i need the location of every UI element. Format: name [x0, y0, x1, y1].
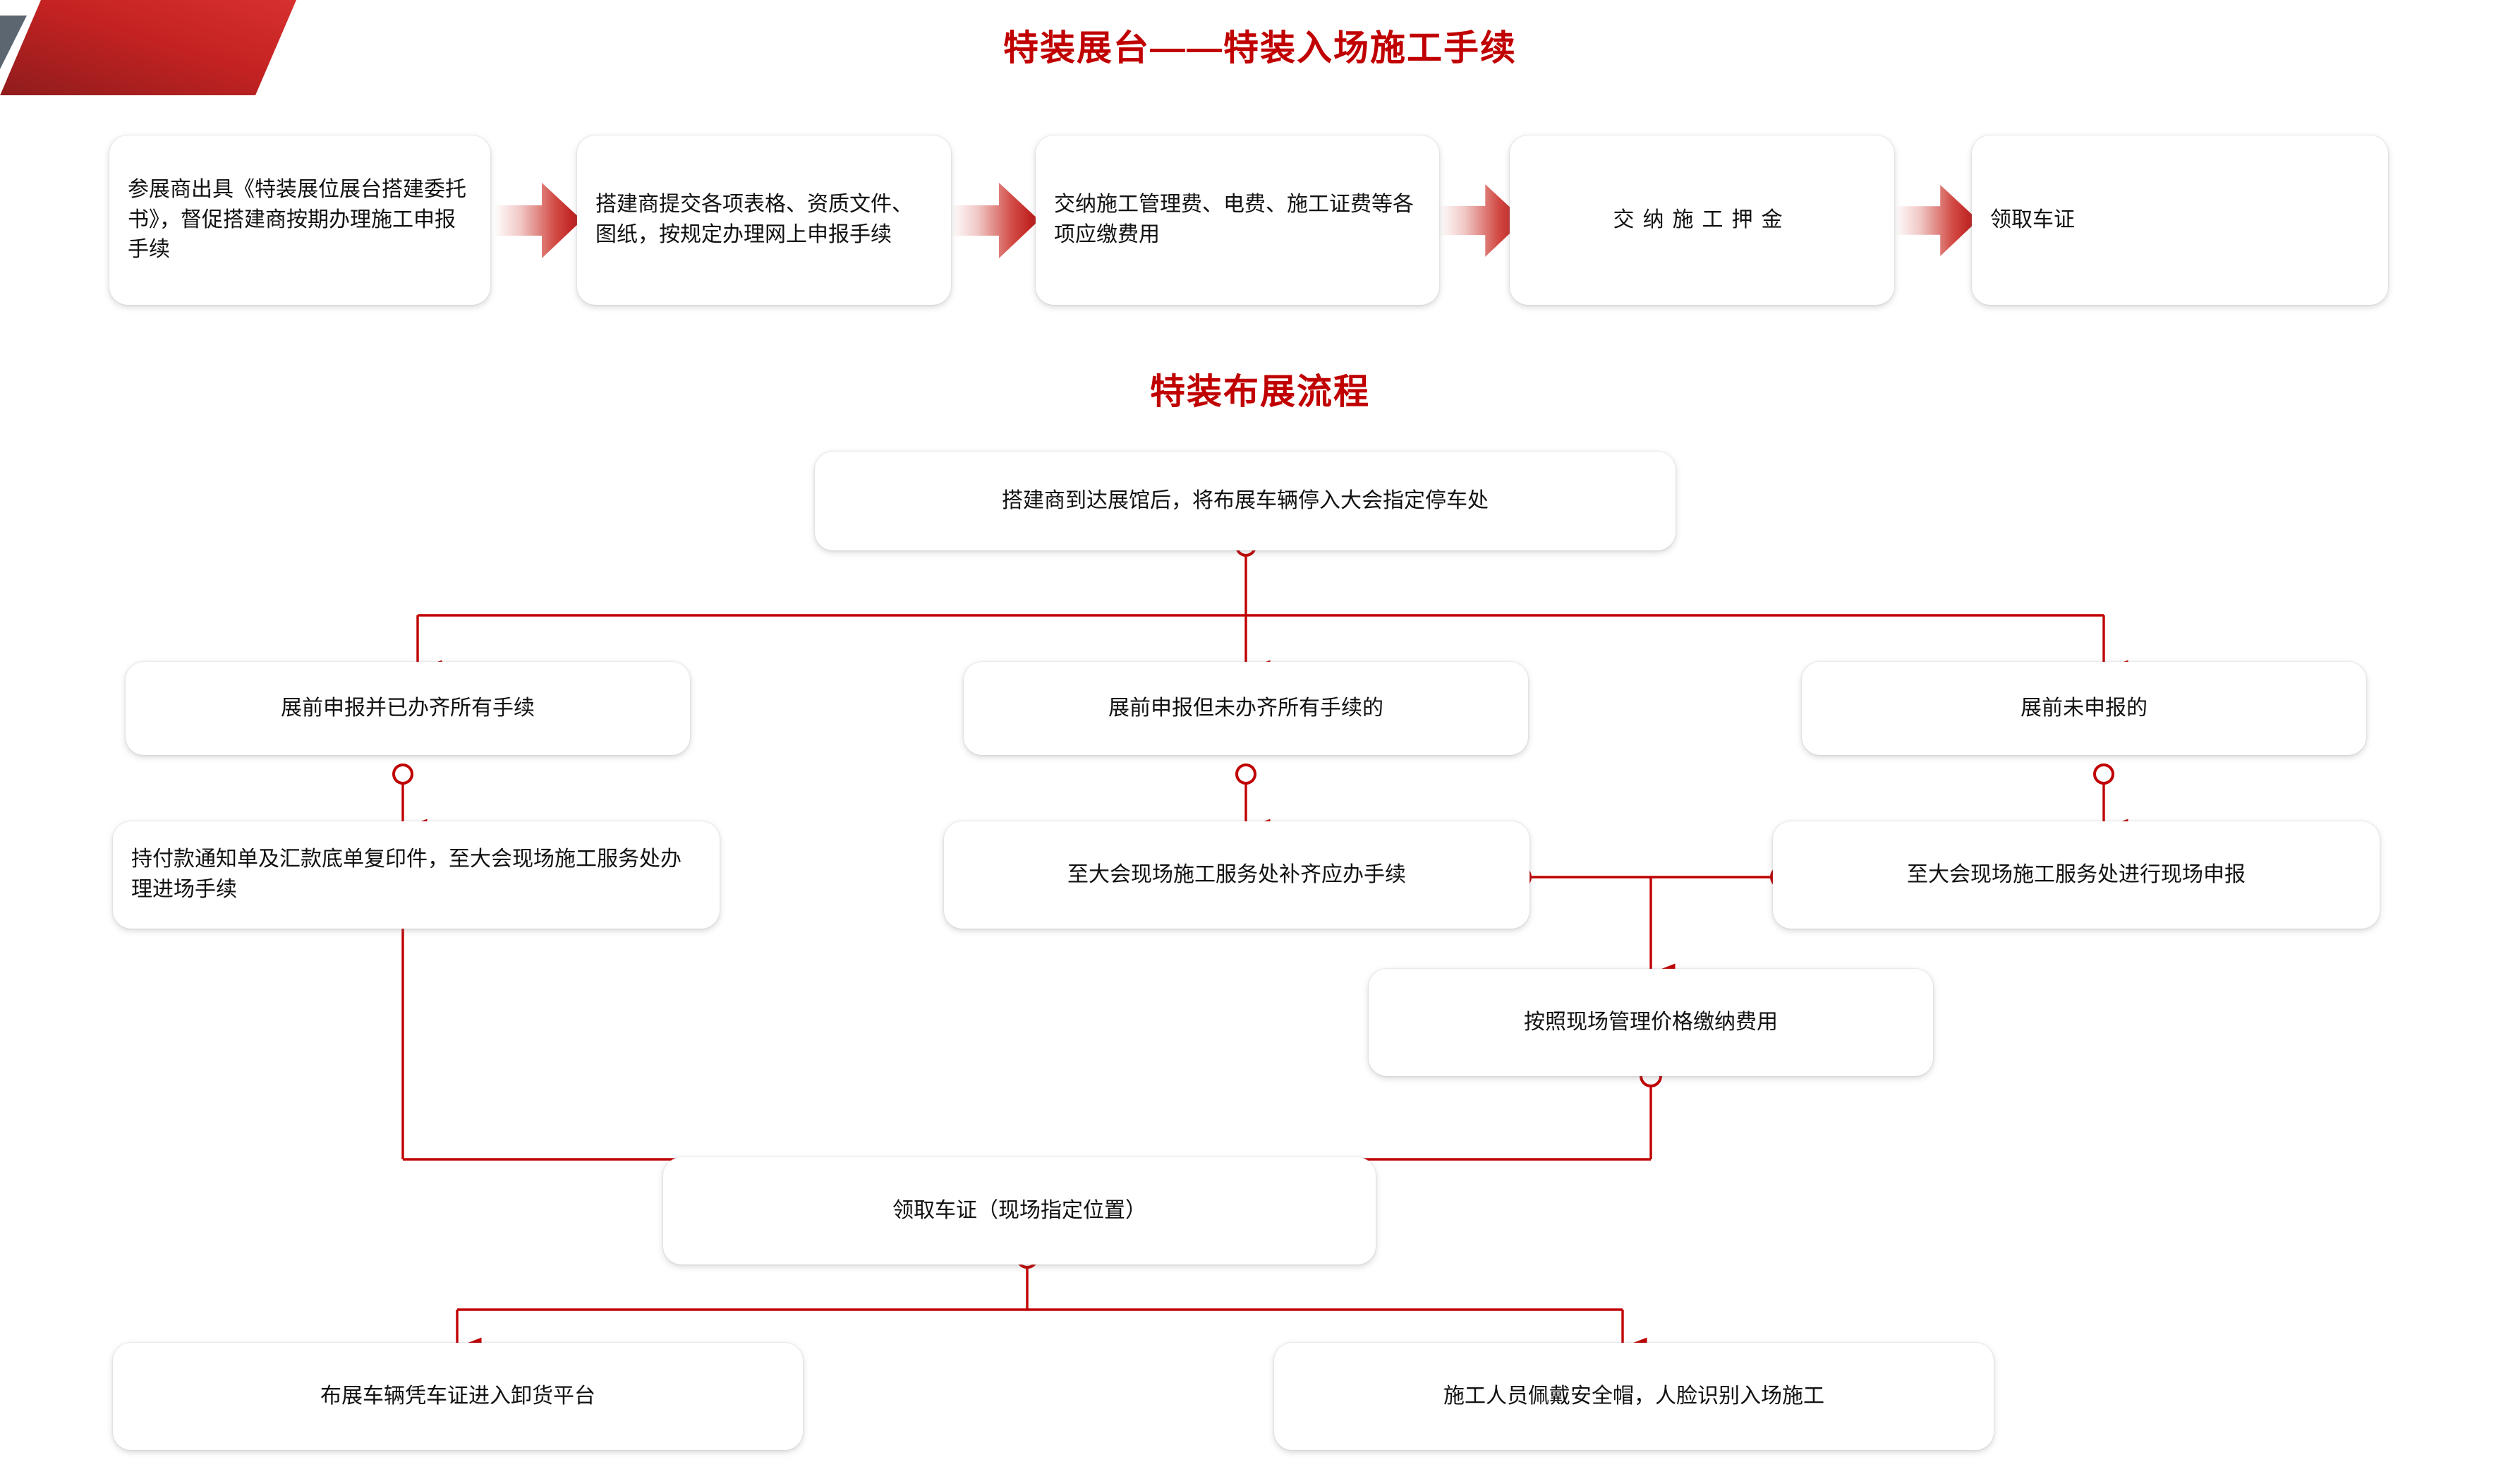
flow2-node-end-left[interactable]: 布展车辆凭车证进入卸货平台 [113, 1343, 803, 1450]
wire-branch-b-to-b2 [1235, 763, 1271, 840]
flow1-step-3[interactable]: 交纳施工管理费、电费、施工证费等各项应缴费用 [1036, 135, 1439, 305]
flow1-step-2[interactable]: 搭建商提交各项表格、资质文件、图纸，按规定办理网上申报手续 [577, 135, 951, 305]
section-1-title: 特装展台——特装入场施工手续 [1003, 28, 1517, 68]
flow2-node-start[interactable]: 搭建商到达展馆后，将布展车辆停入大会指定停车处 [815, 452, 1676, 550]
flow1-step-5[interactable]: 领取车证 [1972, 135, 2388, 305]
wire-start-to-branches [416, 536, 2128, 681]
flow2-node-pay-label: 按照现场管理价格缴纳费用 [1524, 1010, 1778, 1034]
flow2-node-pass-label: 领取车证（现场指定位置） [892, 1198, 1146, 1222]
connector-circle-icon-c [2093, 763, 2114, 785]
flow1-step-4[interactable]: 交纳施工押金 [1510, 135, 1894, 305]
flow1-step-2-label: 搭建商提交各项表格、资质文件、图纸，按规定办理网上申报手续 [595, 193, 913, 246]
flow2-node-branch-a-label: 展前申报并已办齐所有手续 [281, 696, 535, 720]
flow2-node-step-b2-label: 至大会现场施工服务处补齐应办手续 [1067, 862, 1406, 886]
flow2-node-end-right-label: 施工人员佩戴安全帽，人脸识别入场施工 [1443, 1384, 1824, 1408]
wire-merge-to-pay [1509, 866, 1793, 984]
flow2-node-branch-b[interactable]: 展前申报但未办齐所有手续的 [964, 662, 1528, 755]
chevron-right-icon-3 [1439, 184, 1524, 257]
flow2-node-branch-b-label: 展前申报但未办齐所有手续的 [1108, 696, 1383, 720]
flow2-node-branch-c[interactable]: 展前未申报的 [1802, 662, 2366, 755]
connector-circle-icon-a [392, 763, 413, 785]
flow2-node-start-label: 搭建商到达展馆后，将布展车辆停入大会指定停车处 [1002, 488, 1489, 512]
flow2-node-step-c2-label: 至大会现场施工服务处进行现场申报 [1907, 862, 2246, 886]
flow2-node-branch-a[interactable]: 展前申报并已办齐所有手续 [126, 662, 690, 755]
connector-circle-icon-b [1235, 763, 1256, 785]
flow1-step-3-label: 交纳施工管理费、电费、施工证费等各项应缴费用 [1054, 193, 1414, 246]
flow2-node-pass[interactable]: 领取车证（现场指定位置） [663, 1157, 1376, 1264]
flow2-node-end-left-label: 布展车辆凭车证进入卸货平台 [320, 1384, 595, 1408]
flow2-node-step-a2[interactable]: 持付款通知单及汇款底单复印件，至大会现场施工服务处办理进场手续 [113, 821, 720, 929]
wire-branch-a-to-a2 [392, 763, 428, 840]
section-2-title: 特装布展流程 [1150, 372, 1370, 411]
chevron-right-icon-2 [951, 183, 1039, 258]
flow2-node-end-right[interactable]: 施工人员佩戴安全帽，人脸识别入场施工 [1274, 1343, 1994, 1450]
flow2-node-pay[interactable]: 按照现场管理价格缴纳费用 [1369, 969, 1933, 1076]
chevron-right-icon-4 [1895, 184, 1978, 257]
flow1-step-4-label: 交纳施工押金 [1613, 207, 1791, 231]
wire-branch-c-to-c2 [2093, 763, 2128, 840]
chevron-right-icon-1 [494, 183, 582, 258]
flow2-node-step-a2-label: 持付款通知单及汇款底单复印件，至大会现场施工服务处办理进场手续 [131, 847, 682, 901]
flow2-node-step-b2[interactable]: 至大会现场施工服务处补齐应办手续 [944, 821, 1529, 929]
flow1-step-1-label: 参展商出具《特装展位展台搭建委托书》，督促搭建商按期办理施工申报手续 [128, 178, 466, 262]
flow2-node-step-c2[interactable]: 至大会现场施工服务处进行现场申报 [1773, 821, 2380, 929]
flow2-node-branch-c-label: 展前未申报的 [2021, 696, 2148, 720]
flow1-step-1[interactable]: 参展商出具《特装展位展台搭建委托书》，督促搭建商按期办理施工申报手续 [109, 135, 490, 305]
flow1-step-5-label: 领取车证 [1990, 207, 2075, 231]
ribbon-notch [0, 79, 7, 95]
